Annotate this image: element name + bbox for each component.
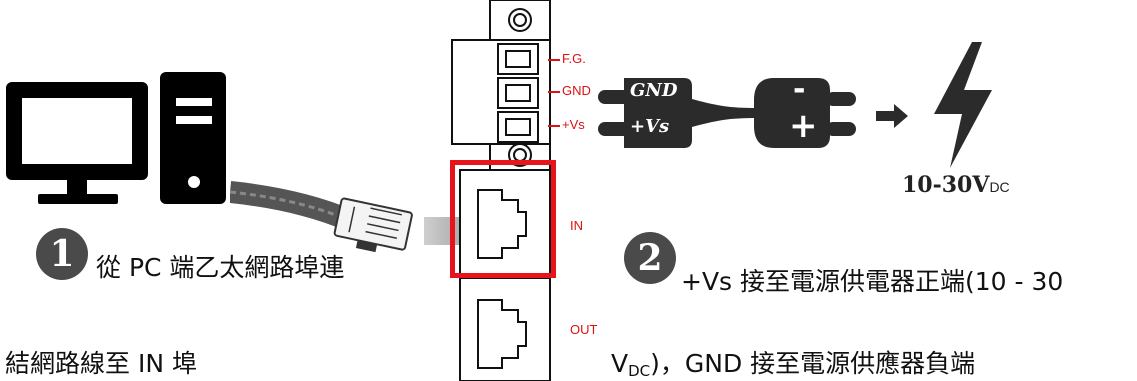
computer-monitor-icon [6,82,148,204]
step-2-rest: )，GND 接至電源供應器負端 [650,349,976,378]
terminal-label-gnd: GND [562,83,591,98]
port-label-out: OUT [570,322,598,337]
step-2-text-line2: VDC)，GND 接至電源供應器負端 [611,344,975,380]
voltage-label: 10-30VDC [902,172,1010,198]
ethernet-cable-icon [230,181,413,253]
lightning-bolt-icon [934,42,992,168]
arrow-right-icon [876,104,908,128]
pc-tower-icon [160,72,226,204]
cable-label-minus: - [793,72,806,107]
voltage-unit: DC [989,179,1010,195]
terminal-leads [548,59,560,127]
terminal-label-vs: +Vs [562,117,585,132]
terminal-label-fg: F.G. [562,51,586,66]
step-2-text-line1: +Vs 接至電源供電器正端(10 - 30 [681,267,1064,296]
computer-icon [6,72,226,204]
cable-label-plus: + [789,106,818,146]
power-cable [598,78,856,148]
step-2-dc: DC [628,362,651,380]
cable-label-gnd: GND [630,80,678,101]
step-1-text-line2: 結網路線至 IN 埠 [5,349,197,378]
step-1-text-line1: 從 PC 端乙太網路埠連 [96,253,345,282]
cable-label-vs: +Vs [630,116,670,137]
voltage-value: 10-30V [902,172,990,198]
port-label-in: IN [570,218,583,233]
step-2-number: 2 [624,232,676,284]
step-1-number: 1 [36,228,88,280]
step-2-v: V [611,349,629,378]
in-port-highlight [450,160,556,278]
device-module [451,0,551,381]
